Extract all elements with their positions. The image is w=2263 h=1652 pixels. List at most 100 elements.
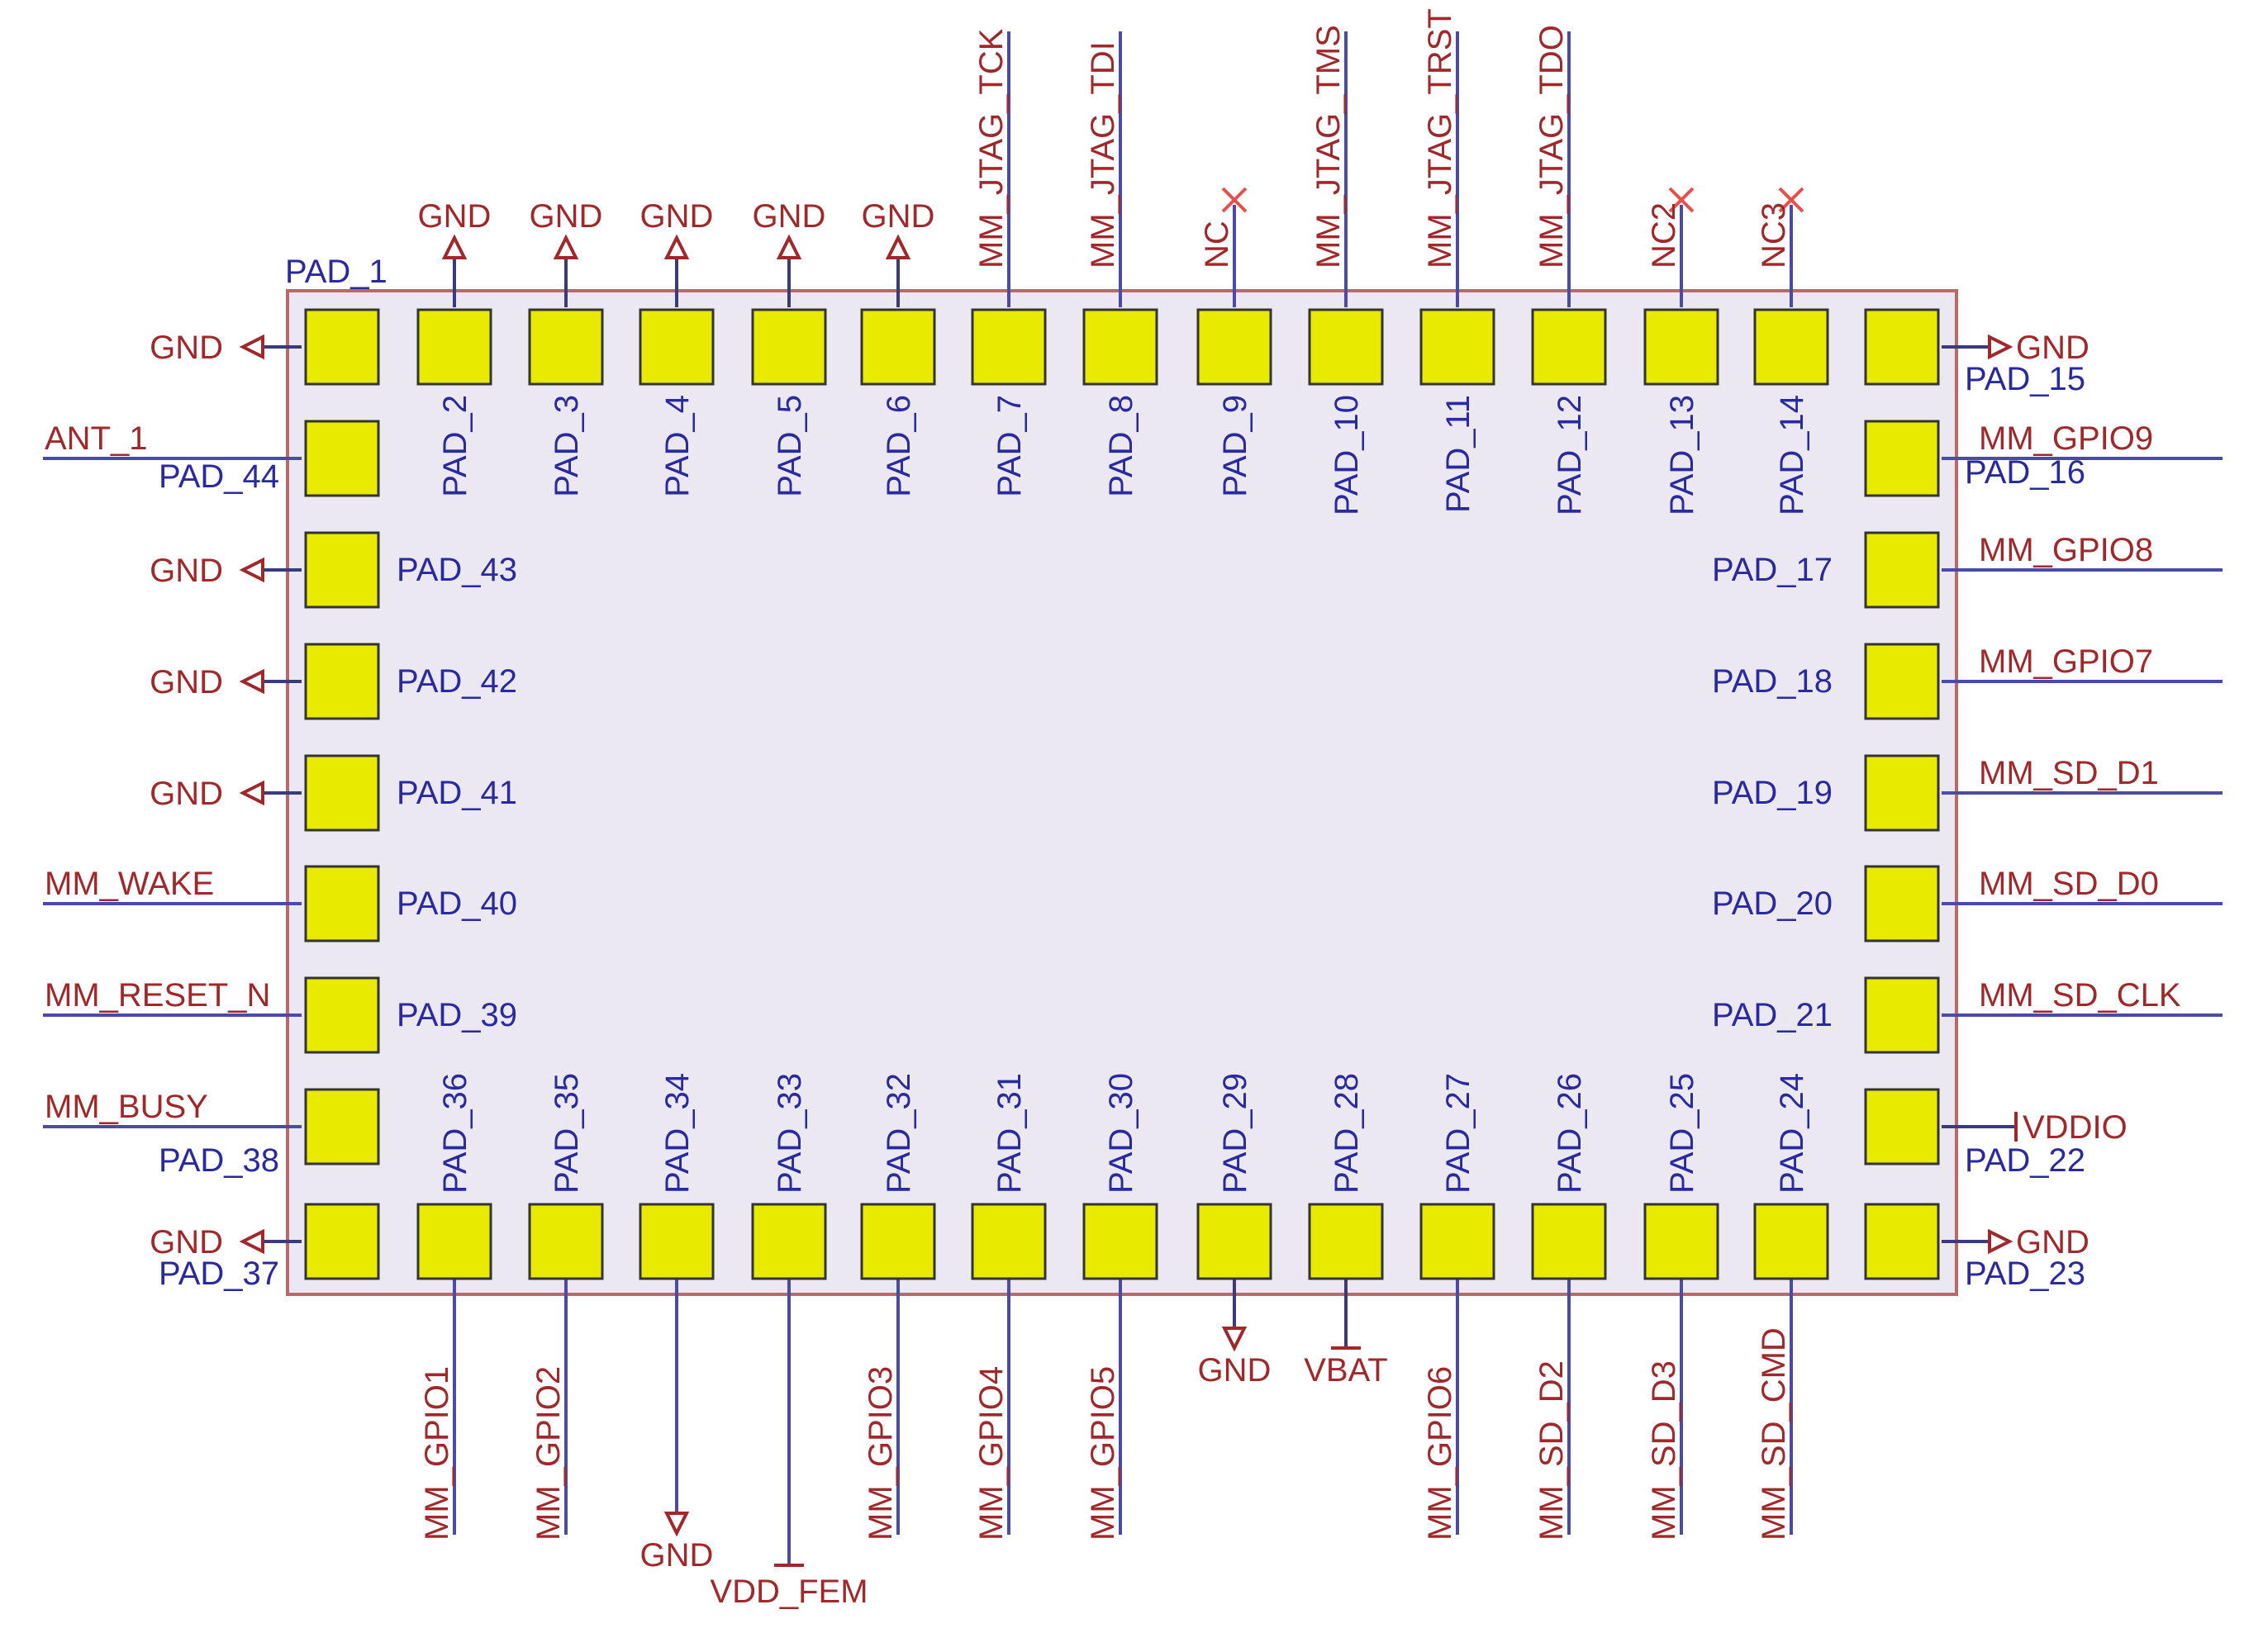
- pad-20[interactable]: [1864, 865, 1940, 942]
- pad-14[interactable]: [1753, 308, 1829, 386]
- pad-label-2: PAD_2: [437, 395, 473, 497]
- pad-24[interactable]: [1753, 1203, 1829, 1280]
- net-label-gnd-pad23: GND: [2016, 1224, 2089, 1260]
- pad-label-19: PAD_19: [1712, 775, 1833, 811]
- pad-label-8: PAD_8: [1103, 395, 1139, 497]
- pad-21[interactable]: [1864, 976, 1940, 1054]
- pad-label-17: PAD_17: [1712, 552, 1833, 588]
- no-connect-marker-nc3: [1778, 187, 1804, 213]
- net-label-gnd-pad6: GND: [862, 198, 935, 235]
- net-label-jtag-tck: MM_JTAG_TCK: [973, 28, 1010, 268]
- pad-23[interactable]: [1864, 1203, 1940, 1280]
- pad-label-14: PAD_14: [1774, 395, 1810, 515]
- gnd-symbol-pad43: [239, 557, 264, 583]
- net-label-gnd-pad41: GND: [150, 776, 223, 812]
- pad-label-3: PAD_3: [549, 395, 585, 497]
- pad-36[interactable]: [416, 1203, 492, 1280]
- pad-9[interactable]: [1196, 308, 1272, 386]
- pad-31[interactable]: [971, 1203, 1047, 1280]
- pad-2[interactable]: [416, 308, 492, 386]
- pad-26[interactable]: [1531, 1203, 1607, 1280]
- net-label-sd-d2: MM_SD_D2: [1533, 1360, 1570, 1540]
- pad-label-1: PAD_1: [285, 254, 387, 290]
- pad-11[interactable]: [1419, 308, 1495, 386]
- pad-44[interactable]: [304, 420, 380, 497]
- pad-15[interactable]: [1864, 308, 1940, 386]
- pad-label-13: PAD_13: [1664, 395, 1700, 515]
- pad-label-30: PAD_30: [1103, 1073, 1139, 1194]
- pad-16[interactable]: [1864, 420, 1940, 497]
- pad-42[interactable]: [304, 643, 380, 720]
- pad-label-28: PAD_28: [1329, 1073, 1365, 1194]
- gnd-symbol-pad23: [1988, 1228, 2013, 1255]
- component-body: [286, 289, 1958, 1296]
- gnd-symbol-pad34: [663, 1512, 690, 1537]
- pad-29[interactable]: [1196, 1203, 1272, 1280]
- pad-35[interactable]: [528, 1203, 604, 1280]
- pad-label-39: PAD_39: [397, 997, 517, 1033]
- pad-label-42: PAD_42: [397, 663, 517, 700]
- net-label-gpio6: MM_GPIO6: [1422, 1366, 1458, 1540]
- pad-27[interactable]: [1419, 1203, 1495, 1280]
- net-label-gpio9: MM_GPIO9: [1979, 420, 2153, 457]
- gnd-symbol-pad15: [1988, 334, 2013, 360]
- pad-38[interactable]: [304, 1088, 380, 1165]
- pad-label-32: PAD_32: [881, 1073, 917, 1194]
- pad-label-36: PAD_36: [437, 1073, 473, 1194]
- pad-label-5: PAD_5: [772, 395, 808, 497]
- pad-label-15: PAD_15: [1965, 361, 2085, 397]
- pad-22[interactable]: [1864, 1088, 1940, 1165]
- net-label-gnd-pad34: GND: [640, 1537, 714, 1574]
- net-label-jtag-tdo: MM_JTAG_TDO: [1533, 25, 1570, 268]
- net-label-vdd-fem: VDD_FEM: [710, 1574, 868, 1610]
- pad-label-27: PAD_27: [1440, 1073, 1476, 1194]
- pad-3[interactable]: [528, 308, 604, 386]
- pad-label-31: PAD_31: [991, 1073, 1028, 1194]
- pad-37[interactable]: [304, 1203, 380, 1280]
- pad-17[interactable]: [1864, 531, 1940, 609]
- net-label-nc2: NC2: [1646, 202, 1682, 268]
- pad-28[interactable]: [1308, 1203, 1384, 1280]
- gnd-symbol-pad29: [1221, 1327, 1248, 1352]
- pad-39[interactable]: [304, 976, 380, 1054]
- pad-13[interactable]: [1643, 308, 1719, 386]
- pad-10[interactable]: [1308, 308, 1384, 386]
- pad-33[interactable]: [751, 1203, 827, 1280]
- pad-label-34: PAD_34: [659, 1073, 696, 1194]
- gnd-symbol-pad37: [239, 1228, 264, 1255]
- net-label-ant: ANT_1: [45, 420, 148, 457]
- pad-5[interactable]: [751, 308, 827, 386]
- pad-label-22: PAD_22: [1965, 1142, 2085, 1179]
- pad-6[interactable]: [860, 308, 936, 386]
- pad-8[interactable]: [1082, 308, 1158, 386]
- pad-30[interactable]: [1082, 1203, 1158, 1280]
- pad-34[interactable]: [639, 1203, 715, 1280]
- pad-25[interactable]: [1643, 1203, 1719, 1280]
- net-label-gpio2: MM_GPIO2: [530, 1366, 567, 1540]
- pad-label-20: PAD_20: [1712, 885, 1833, 922]
- pad-label-44: PAD_44: [159, 458, 279, 495]
- net-label-reset-n: MM_RESET_N: [45, 977, 270, 1014]
- pad-19[interactable]: [1864, 754, 1940, 832]
- gnd-symbol-pad6: [885, 234, 911, 259]
- net-label-vddio: VDDIO: [2023, 1109, 2128, 1146]
- pad-7[interactable]: [971, 308, 1047, 386]
- net-label-gnd-pad37: GND: [150, 1224, 223, 1260]
- pad-43[interactable]: [304, 531, 380, 609]
- net-label-gnd-pad2: GND: [418, 198, 492, 235]
- net-label-gnd-pad29: GND: [1198, 1352, 1272, 1389]
- gnd-symbol-pad3: [553, 234, 579, 259]
- pad-12[interactable]: [1531, 308, 1607, 386]
- pad-label-18: PAD_18: [1712, 663, 1833, 700]
- net-label-gpio3: MM_GPIO3: [863, 1366, 899, 1540]
- pad-40[interactable]: [304, 865, 380, 942]
- pad-41[interactable]: [304, 754, 380, 832]
- pad-32[interactable]: [860, 1203, 936, 1280]
- net-label-jtag-tdi: MM_JTAG_TDI: [1085, 41, 1121, 268]
- pad-label-26: PAD_26: [1552, 1073, 1588, 1194]
- pad-4[interactable]: [639, 308, 715, 386]
- net-label-gpio1: MM_GPIO1: [419, 1366, 455, 1540]
- pad-1[interactable]: [304, 308, 380, 386]
- net-label-jtag-trst: MM_JTAG_TRST: [1422, 8, 1458, 268]
- pad-18[interactable]: [1864, 643, 1940, 720]
